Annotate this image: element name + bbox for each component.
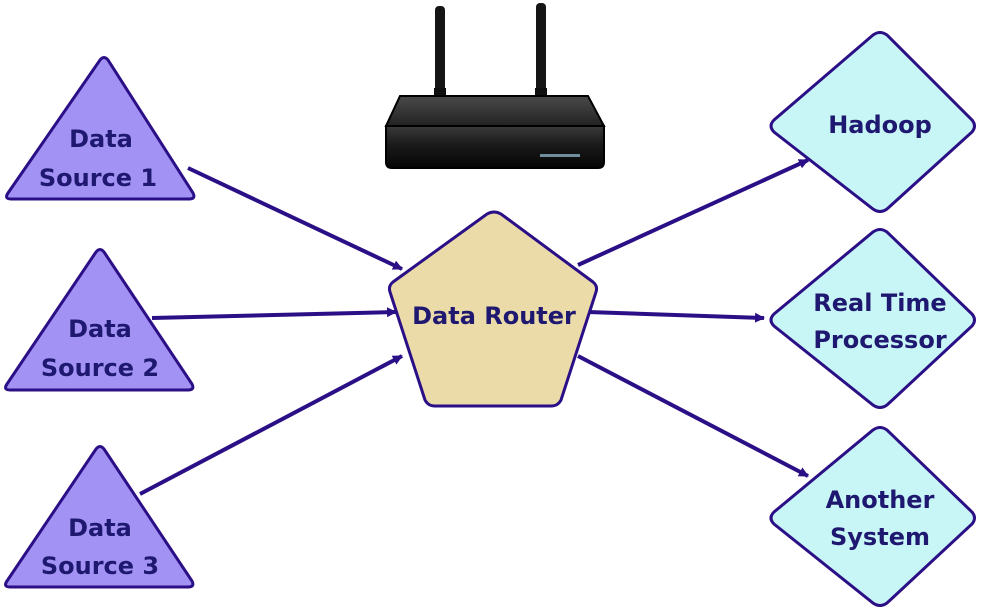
hadoop-label: Hadoop [828, 111, 932, 139]
arrow-router-to-realtime [587, 310, 765, 323]
arrow-router-to-hadoop [577, 158, 809, 267]
data-router-node: Data Router [387, 210, 599, 408]
target-node-another-system: Another System [769, 426, 976, 607]
source-1-label-line2: Source 1 [39, 164, 157, 192]
source-node-3: Data Source 3 [4, 445, 195, 589]
source-3-label-line1: Data [68, 514, 132, 542]
arrow-source3-to-router [139, 354, 403, 496]
real-time-processor-label-line1: Real Time [813, 289, 946, 317]
target-node-hadoop: Hadoop [769, 31, 976, 213]
source-node-2: Data Source 2 [4, 248, 195, 392]
connectors [139, 158, 809, 496]
data-router-label: Data Router [412, 302, 576, 330]
another-system-label-line2: System [830, 523, 930, 551]
another-system-label-line1: Another [826, 486, 935, 514]
source-1-label-line1: Data [69, 125, 133, 153]
arrow-router-to-another [577, 354, 809, 478]
source-2-label-line2: Source 2 [41, 354, 159, 382]
arrow-source2-to-router [151, 307, 397, 320]
source-node-1: Data Source 1 [5, 56, 196, 201]
source-3-label-line2: Source 3 [41, 552, 159, 580]
arrow-source1-to-router [187, 166, 403, 271]
source-2-label-line1: Data [68, 315, 132, 343]
target-node-real-time-processor: Real Time Processor [769, 228, 976, 409]
real-time-processor-label-line2: Processor [813, 326, 946, 354]
wireless-router-icon [384, 3, 606, 169]
